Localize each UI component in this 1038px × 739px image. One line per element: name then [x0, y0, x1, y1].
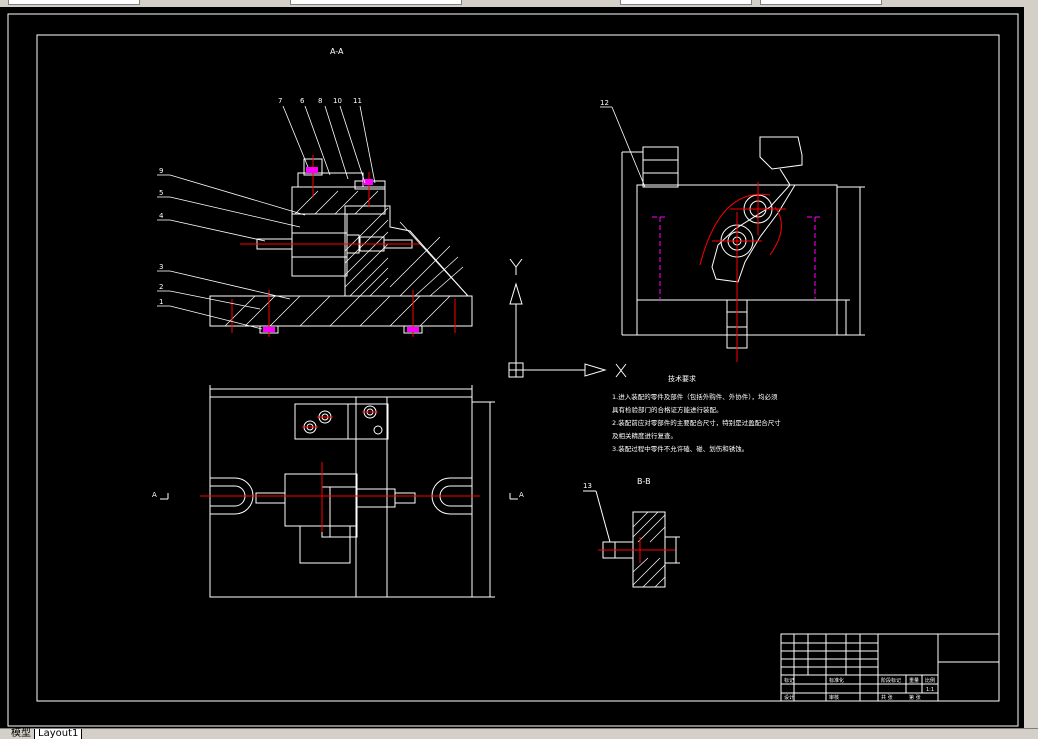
title-cell: 设计 [784, 694, 794, 701]
title-block-text: 标记 设计 标准化 审核 阶段标记 重量 比例 1:1 共 张 第 张 [784, 677, 935, 701]
part-number-label: 2 [159, 283, 163, 291]
title-cell: 共 张 [881, 694, 893, 701]
part-number-label: 10 [333, 97, 342, 105]
notes-title: 技术要求 [668, 374, 696, 383]
toolbar-field[interactable] [760, 0, 882, 5]
centerlines-plan [200, 411, 480, 532]
toolbar-field[interactable] [8, 0, 140, 5]
part-number-label: 12 [600, 99, 609, 107]
section-view-aa: A-A [209, 47, 473, 334]
title-block [780, 633, 1000, 702]
side-view [621, 136, 865, 349]
vertical-scrollbar[interactable] [1024, 7, 1038, 728]
fasteners-aa [263, 167, 419, 332]
title-cell: 比例 [925, 677, 935, 684]
notes-line: 及相关精度进行复查。 [612, 431, 677, 440]
centerlines-bb [598, 537, 675, 563]
layout-tab-bar: 模型 Layout1 [0, 728, 1038, 739]
part-number-label: 11 [353, 97, 362, 105]
leader-side [600, 106, 646, 188]
part-number-label: 1 [159, 298, 163, 306]
title-cell: 标准化 [829, 677, 844, 684]
part-number-label: 13 [583, 482, 592, 490]
section-mark-left: A [152, 491, 157, 499]
drawing-canvas[interactable]: A-A [0, 7, 1024, 728]
view-title-aa: A-A [330, 47, 344, 56]
technical-notes: 技术要求 1.进入装配的零件及部件（包括外购件、外协件），均必须 具有检验部门的… [612, 374, 781, 453]
section-view-bb: B-B [583, 477, 680, 588]
part-number-label: 9 [159, 167, 163, 175]
toolbar-field[interactable] [290, 0, 462, 5]
part-number-label: 4 [159, 212, 164, 220]
notes-line: 1.进入装配的零件及部件（包括外购件、外协件），均必须 [612, 392, 778, 401]
leader-lines-aa [157, 105, 469, 330]
plan-view [160, 385, 518, 598]
part-number-label: 3 [159, 263, 163, 271]
paper-outer-border [7, 13, 1019, 727]
hatching-aa [224, 190, 464, 327]
title-cell: 重量 [909, 677, 919, 684]
notes-line: 3.装配过程中零件不允许磕、碰、划伤和锈蚀。 [612, 444, 748, 453]
notes-line: 具有检验部门的合格证方能进行装配。 [612, 405, 723, 414]
title-cell: 阶段标记 [881, 677, 901, 684]
centerlines-side [699, 182, 786, 362]
ucs-icon [508, 258, 627, 378]
toolbar-field[interactable] [620, 0, 752, 5]
hatching-bb [632, 511, 666, 588]
top-toolbar-strip [0, 0, 1038, 7]
title-cell: 审核 [829, 694, 839, 701]
title-cell: 1:1 [926, 687, 934, 693]
tab-layout1[interactable]: Layout1 [34, 729, 83, 739]
title-cell: 第 张 [909, 694, 921, 701]
part-number-label: 7 [278, 97, 282, 105]
tab-model[interactable]: 模型 [11, 728, 31, 739]
part-number-label: 5 [159, 189, 163, 197]
part-number-labels-aa: 9 5 4 3 2 1 7 6 8 10 11 [159, 97, 362, 306]
title-cell: 标记 [784, 677, 794, 684]
notes-line: 2.装配前应对零部件的主要配合尺寸，特别是过盈配合尺寸 [612, 418, 781, 427]
part-number-label: 6 [300, 97, 305, 105]
view-title-bb: B-B [637, 477, 651, 486]
drawing-frame [36, 34, 1000, 702]
hidden-lines-side [652, 216, 823, 300]
part-number-label: 8 [318, 97, 322, 105]
section-markers: A A [152, 491, 524, 499]
section-mark-right: A [519, 491, 524, 499]
